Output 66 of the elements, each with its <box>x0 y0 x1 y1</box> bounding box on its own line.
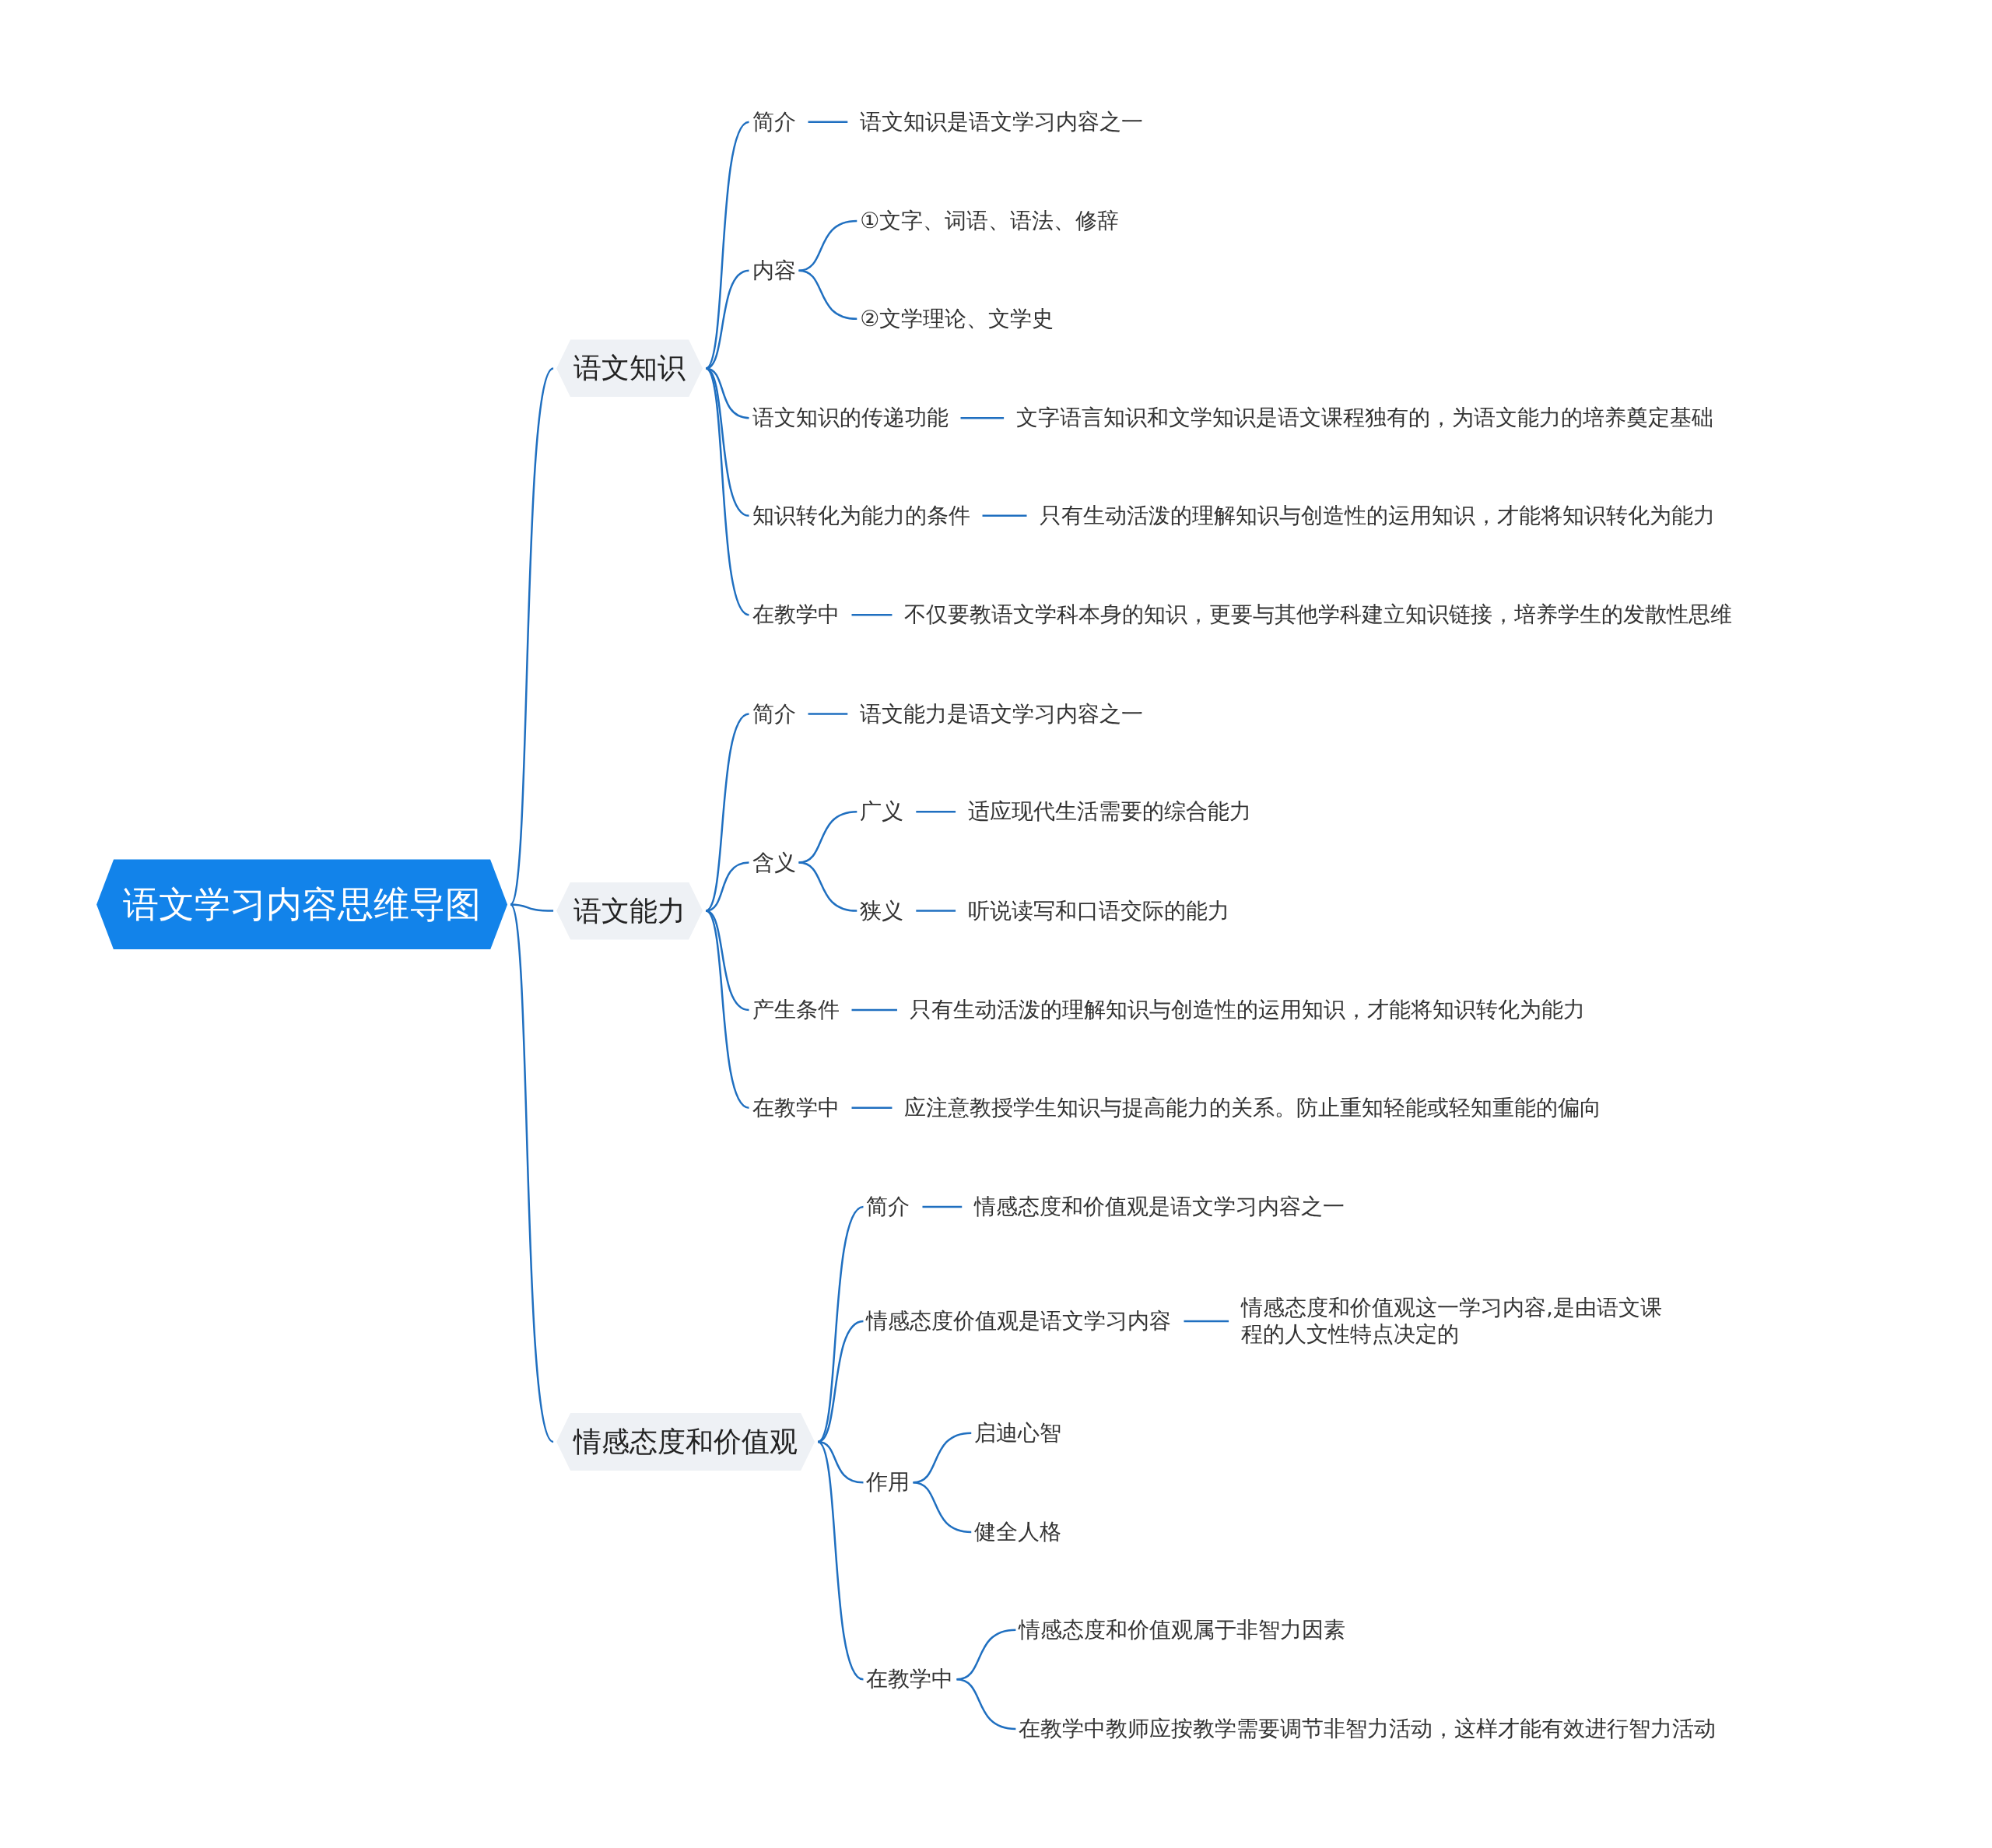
connector-line <box>817 1320 864 1443</box>
topic-label: 启迪心智 <box>974 1418 1062 1447</box>
topic-label: 文字语言知识和文学知识是语文课程独有的，为语文能力的培养奠定基础 <box>1016 404 1714 433</box>
topic-label: 内容 <box>752 256 796 285</box>
topic-label: 不仅要教语文学科本身的知识，更要与其他学科建立知识链接，培养学生的发散性思维 <box>904 601 1733 629</box>
connector-line <box>798 269 857 321</box>
topic-label: 情感态度价值观是语文学习内容 <box>866 1306 1172 1335</box>
topic-label: 简介 <box>752 700 796 728</box>
topic-label: 只有生动活泼的理解知识与创造性的运用知识，才能将知识转化为能力 <box>909 995 1585 1024</box>
topic-label: 含义 <box>752 848 796 877</box>
connector-line <box>817 1441 864 1681</box>
topic-label: 应注意教授学生知识与提高能力的关系。防止重知轻能或轻知重能的偏向 <box>904 1093 1602 1122</box>
topic-label: ①文字、词语、语法、修辞 <box>860 207 1120 236</box>
connector-line <box>509 367 555 905</box>
connector-line <box>705 121 750 370</box>
connector-line <box>1184 1320 1229 1323</box>
connector-line <box>705 713 750 912</box>
topic-label: 情感态度和价值观属于非智力因素 <box>1019 1615 1346 1644</box>
topic-label: 情感态度和价值观这一学习内容,是由语文课程的人文性特点决定的 <box>1241 1294 1678 1348</box>
connector-line <box>913 1482 972 1534</box>
topic-label: 产生条件 <box>752 995 840 1024</box>
central-topic: 语文学习内容思维导图 <box>96 859 508 950</box>
connector-line <box>705 910 750 1109</box>
topic-label: 语文知识是语文学习内容之一 <box>860 107 1144 136</box>
topic-label: 在教学中 <box>752 601 840 629</box>
connector-line <box>509 903 555 1443</box>
topic-label: 知识转化为能力的条件 <box>752 501 970 530</box>
connector-line <box>808 713 848 715</box>
topic-label: 语文知识的传递功能 <box>752 404 949 433</box>
topic-label: 简介 <box>866 1193 910 1221</box>
topic-label: 狭义 <box>860 896 904 925</box>
connector-line <box>916 910 956 912</box>
topic-label: 听说读写和口语交际的能力 <box>968 896 1230 925</box>
connector-line <box>705 861 749 912</box>
topic-label: 简介 <box>752 107 796 136</box>
connector-line <box>851 613 893 616</box>
connector-line <box>798 861 857 912</box>
topic-label: 语文能力是语文学习内容之一 <box>860 700 1144 728</box>
connector-line <box>798 219 857 272</box>
topic-label: 作用 <box>866 1468 910 1497</box>
connector-line <box>808 121 848 123</box>
topic-label: 情感态度和价值观是语文学习内容之一 <box>974 1193 1345 1221</box>
topic-label: 在教学中 <box>752 1093 840 1122</box>
connector-line <box>851 1106 893 1109</box>
branch-topic: 语文能力 <box>556 882 703 940</box>
topic-label: 在教学中 <box>866 1665 954 1694</box>
connector-line <box>956 1678 1016 1731</box>
branch-topic: 语文知识 <box>556 339 703 398</box>
connector-line <box>916 811 956 813</box>
topic-label: ②文学理论、文学史 <box>860 304 1054 333</box>
connector-line <box>982 514 1027 517</box>
topic-label: 只有生动活泼的理解知识与创造性的运用知识，才能将知识转化为能力 <box>1039 501 1715 530</box>
connector-line <box>510 903 554 912</box>
connector-line <box>817 1205 864 1443</box>
connector-line <box>798 811 857 864</box>
topic-label: 适应现代生活需要的综合能力 <box>968 798 1252 826</box>
connector-line <box>705 367 750 616</box>
connector-line <box>705 269 749 370</box>
connector-line <box>851 1008 897 1012</box>
connector-line <box>922 1205 963 1208</box>
topic-label: 在教学中教师应按教学需要调节非智力活动，这样才能有效进行智力活动 <box>1019 1715 1717 1744</box>
topic-label: 广义 <box>860 798 904 826</box>
connector-line <box>960 416 1005 419</box>
topic-label: 健全人格 <box>974 1517 1062 1546</box>
connector-line <box>705 367 749 517</box>
branch-topic: 情感态度和价值观 <box>556 1413 815 1471</box>
